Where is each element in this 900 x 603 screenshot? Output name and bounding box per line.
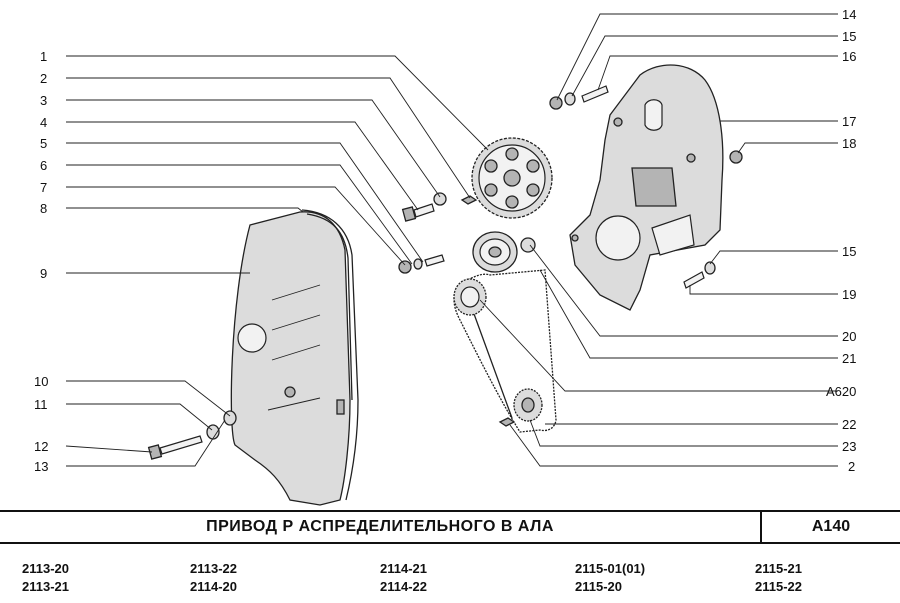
model-column-3: 2114-21 2114-22: [380, 560, 427, 596]
model-code: 2114-21: [380, 561, 427, 576]
tensioner-roller: [472, 231, 536, 273]
callout-20: 20: [842, 329, 856, 344]
callout-7: 7: [40, 180, 47, 195]
callout-15: 15: [842, 29, 856, 44]
assembly-title: ПРИВОД Р АСПРЕДЕЛИТЕЛЬНОГО В АЛА: [206, 518, 554, 535]
rear-cover-lower-fasteners: [683, 261, 716, 289]
callout-6: 6: [40, 158, 47, 173]
callout-11: 11: [34, 397, 48, 412]
model-column-2: 2113-22 2114-20: [190, 560, 237, 596]
cover-bolt-assembly: [147, 410, 237, 460]
woodruff-key-lower: [498, 417, 516, 427]
callout-14: 14: [842, 7, 856, 22]
title-band: ПРИВОД Р АСПРЕДЕЛИТЕЛЬНОГО В АЛА A140: [0, 510, 900, 544]
callout-2-lower: 2: [848, 459, 855, 474]
model-column-1: 2113-20 2113-21: [22, 560, 69, 596]
callout-5: 5: [40, 136, 47, 151]
callout-15-lower: 15: [842, 244, 856, 259]
callout-21: 21: [842, 351, 856, 366]
crankshaft-pulley: [453, 278, 543, 422]
callout-4: 4: [40, 115, 47, 130]
leader-lines: [65, 13, 838, 467]
model-code: 2113-21: [22, 579, 69, 594]
model-list: 2113-20 2113-21 2113-22 2114-20 2114-21 …: [0, 546, 900, 603]
callout-8: 8: [40, 201, 47, 216]
callout-12: 12: [34, 439, 48, 454]
camshaft-bolt-assembly: [401, 192, 447, 222]
nut-18: [729, 150, 743, 164]
callout-labels: 1 2 3 4 5 6 7 8 9 10 11 12 13 14 15 16 1…: [34, 7, 856, 474]
tensioner-stud-assembly: [398, 254, 445, 274]
callout-22: 22: [842, 417, 856, 432]
callout-16: 16: [842, 49, 856, 64]
model-code: 2113-20: [22, 561, 69, 576]
rear-cover: [569, 64, 724, 311]
callout-9: 9: [40, 266, 47, 281]
model-code: 2115-20: [575, 579, 622, 594]
callout-17: 17: [842, 114, 856, 129]
callout-2: 2: [40, 71, 47, 86]
model-column-4: 2115-01(01) 2115-20: [575, 560, 645, 596]
callout-3: 3: [40, 93, 47, 108]
callout-1: 1: [40, 49, 47, 64]
model-code: 2115-22: [755, 579, 802, 594]
model-code: 2114-20: [190, 579, 237, 594]
model-code: 2114-22: [380, 579, 427, 594]
model-code: 2115-01(01): [575, 561, 646, 576]
assembly-code: A140: [760, 512, 900, 542]
callout-23: 23: [842, 439, 856, 454]
model-code: 2113-22: [190, 561, 237, 576]
exploded-parts-diagram: 1 2 3 4 5 6 7 8 9 10 11 12 13 14 15 16 1…: [34, 7, 856, 506]
model-code: 2115-21: [755, 561, 802, 576]
camshaft-pulley: [471, 137, 553, 219]
callout-13: 13: [34, 459, 48, 474]
callout-a620: A620: [826, 384, 856, 399]
callout-19: 19: [842, 287, 856, 302]
model-column-5: 2115-21 2115-22: [755, 560, 802, 596]
front-cover: [230, 209, 359, 506]
woodruff-key: [460, 195, 478, 205]
callout-18: 18: [842, 136, 856, 151]
callout-10: 10: [34, 374, 48, 389]
